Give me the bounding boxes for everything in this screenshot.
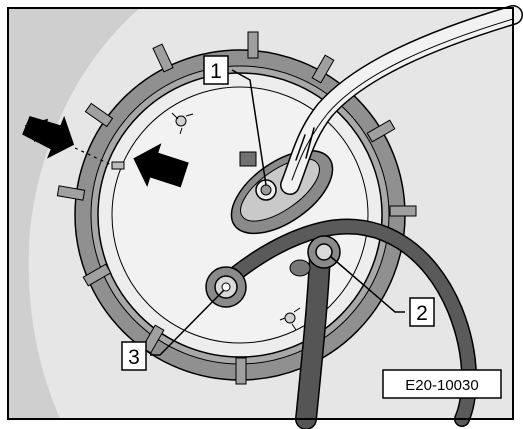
callout-2-number: 2 — [416, 302, 428, 325]
figure-frame — [7, 7, 514, 420]
alignment-arrow-icon — [133, 143, 189, 188]
fitting-3 — [205, 266, 247, 308]
clip-bottom — [279, 307, 301, 331]
clip-top — [171, 112, 194, 135]
callout-1-number: 1 — [210, 60, 222, 83]
callout-1: 1 — [203, 55, 229, 85]
alignment-arrow-icon — [22, 115, 75, 159]
wiring-harness — [280, 5, 523, 195]
reference-code: E20-10030 — [382, 369, 502, 399]
flange-mark — [111, 161, 125, 170]
callout-3-number: 3 — [128, 346, 140, 369]
fuel-hose-return — [295, 244, 331, 429]
callout-3: 3 — [121, 341, 147, 371]
ring-tabs — [56, 31, 417, 385]
leader-lines — [150, 69, 405, 356]
fitting-2 — [289, 235, 341, 277]
callout-2: 2 — [409, 297, 435, 327]
reference-code-text: E20-10030 — [405, 377, 478, 394]
alignment-mark — [74, 147, 119, 169]
